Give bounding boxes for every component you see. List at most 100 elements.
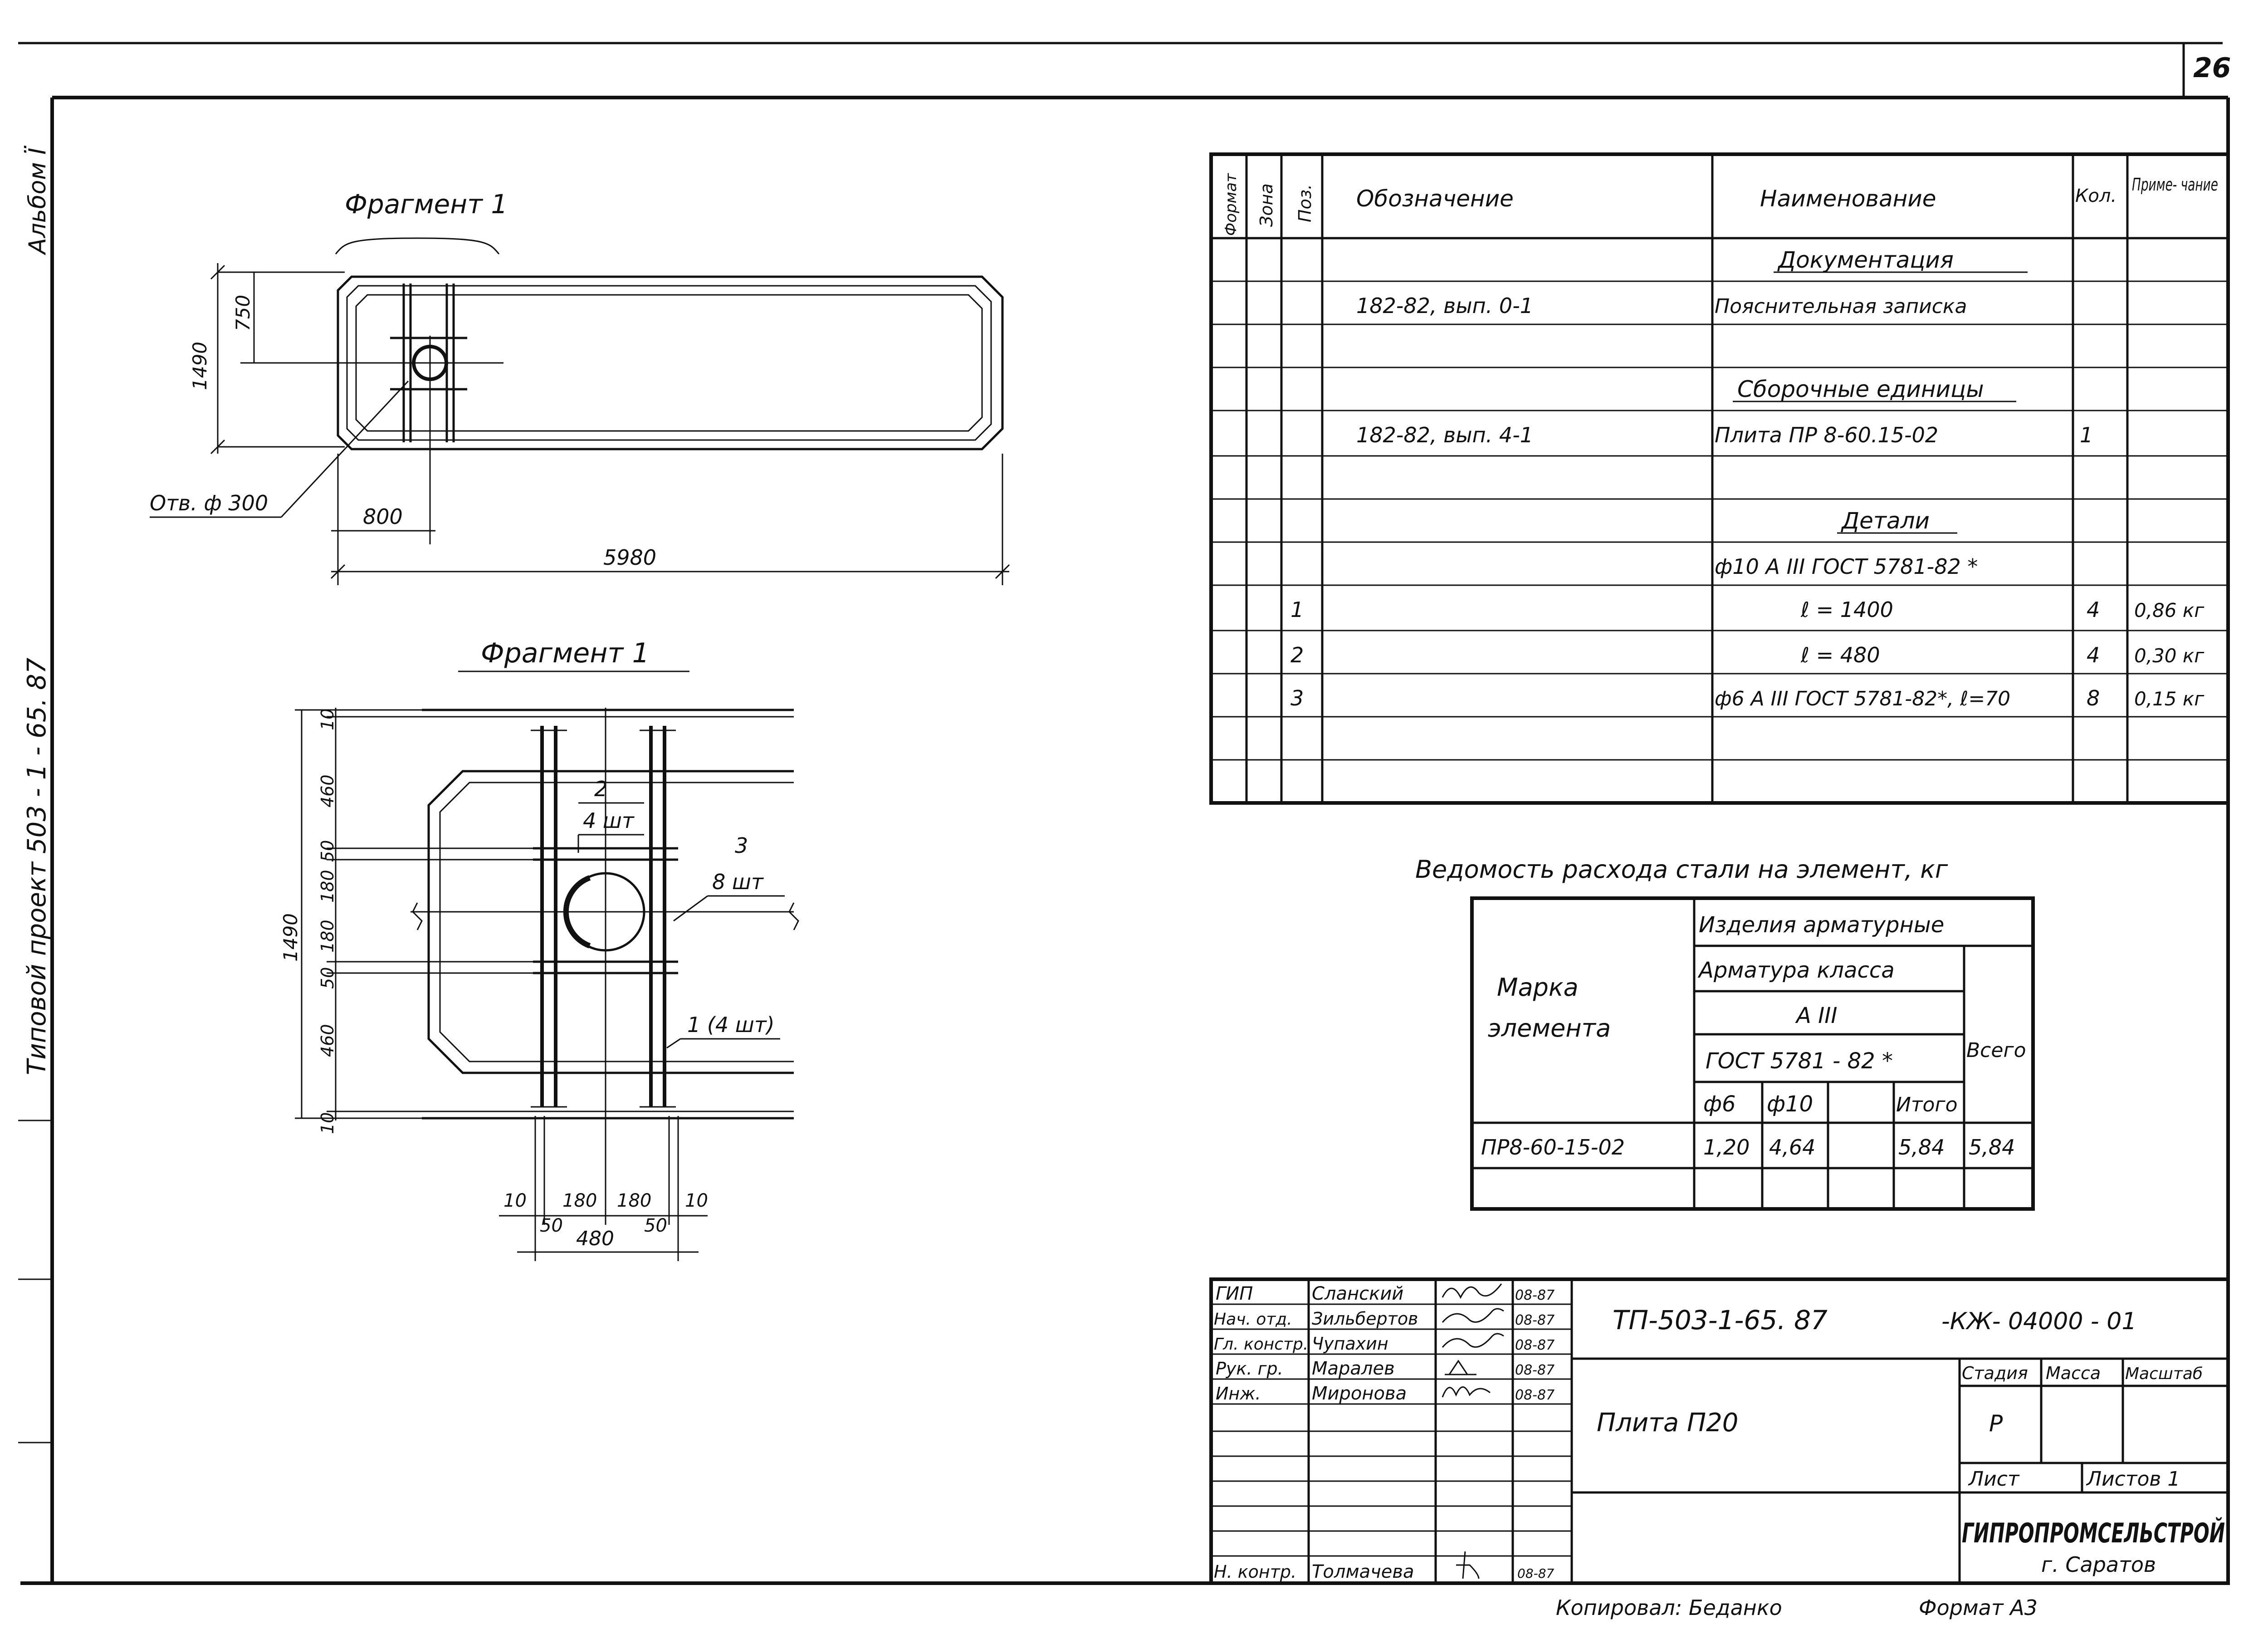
tb-sheets-label: Листов 1 xyxy=(2086,1468,2180,1491)
dim-height: 1490 xyxy=(189,342,211,390)
tb-scale-label: Масштаб xyxy=(2125,1365,2203,1383)
tb-name-5: Миронова xyxy=(1312,1383,1407,1404)
dim-bottom-3: 180 xyxy=(617,1190,651,1211)
steel-table: Ведомость расхода стали на элемент, кг М… xyxy=(1415,855,2035,1211)
hdr-name: Наименование xyxy=(1760,186,1936,212)
spec-row-name: Пояснительная записка xyxy=(1715,295,1967,318)
signature xyxy=(1442,1283,1502,1299)
steel-row-total: 5,84 xyxy=(1969,1135,2015,1159)
dim-total-height: 1490 xyxy=(279,913,302,962)
tb-date-3: 08-87 xyxy=(1515,1337,1554,1353)
hdr-zone: Зона xyxy=(1256,183,1276,227)
spec-row-pos: 3 xyxy=(1290,686,1304,710)
hdr-qty: Кол. xyxy=(2075,186,2116,206)
hdr-pos: Поз. xyxy=(1295,184,1315,222)
steel-row-d10: 4,64 xyxy=(1769,1135,1815,1159)
dim-left-7: 460 xyxy=(318,1024,337,1057)
title-block: ГИП Сланский 08-87 Нач. отд. Зильбертов … xyxy=(1209,1277,2230,1585)
tb-stage-label: Стадия xyxy=(1962,1363,2028,1383)
tb-date-2: 08-87 xyxy=(1515,1312,1554,1328)
steel-row-mark: ПР8-60-15-02 xyxy=(1481,1135,1625,1159)
spec-row-qty: 8 xyxy=(2087,686,2100,710)
spec-row-designation: 182-82, вып. 0-1 xyxy=(1356,294,1533,318)
signature xyxy=(1442,1386,1491,1398)
slab-outline-outer xyxy=(337,275,1004,450)
spec-row-pos: 1 xyxy=(1290,597,1304,622)
callout-2-qty: 4 шт xyxy=(583,808,635,833)
spec-row-note: 0,30 кг xyxy=(2134,645,2204,667)
dim-left-6: 50 xyxy=(318,967,337,989)
album-label: Альбом Ї xyxy=(24,145,51,255)
dim-hole-y: 750 xyxy=(232,295,254,331)
dim-left-3: 50 xyxy=(318,840,337,862)
spec-heading-asm: Сборочные единицы xyxy=(1737,376,1984,402)
tb-name: Плита П20 xyxy=(1597,1408,1738,1438)
dim-bottom-1: 10 xyxy=(503,1190,527,1211)
tb-date-1: 08-87 xyxy=(1515,1287,1554,1303)
tb-name-2: Зильбертов xyxy=(1312,1309,1418,1329)
spec-row-designation: 182-82, вып. 4-1 xyxy=(1356,423,1533,447)
steel-group: Изделия арматурные xyxy=(1699,912,1944,938)
spec-table: Формат Зона Поз. Обозначение Наименовани… xyxy=(1209,152,2230,805)
tb-role-3: Гл. констр. xyxy=(1214,1335,1308,1354)
footer-copied: Копировал: Беданко xyxy=(1556,1595,1782,1620)
spec-row-qty: 4 xyxy=(2087,597,2100,622)
hole-label: Отв. ф 300 xyxy=(150,491,268,515)
dim-bottom-6: 50 xyxy=(644,1215,667,1236)
tb-role-2: Нач. отд. xyxy=(1214,1310,1292,1329)
tb-norm-role: Н. контр. xyxy=(1214,1562,1296,1582)
dim-bottom-2: 180 xyxy=(562,1190,597,1211)
dim-bottom-4: 10 xyxy=(685,1190,708,1211)
dim-hole-x: 800 xyxy=(363,504,403,529)
hdr-format: Формат xyxy=(1222,173,1240,236)
callout-2: 2 xyxy=(594,777,607,801)
fragment-detail: Фрагмент 1 xyxy=(279,637,799,1261)
steel-table-title: Ведомость расхода стали на элемент, кг xyxy=(1415,855,1948,884)
steel-col-total: Всего xyxy=(1966,1039,2026,1062)
spec-row-name: ℓ = 480 xyxy=(1800,643,1880,667)
spec-row-qty: 1 xyxy=(2080,423,2093,447)
hdr-designation: Обозначение xyxy=(1356,186,1514,212)
fragment-plan-title: Фрагмент 1 xyxy=(345,189,508,220)
tb-norm-name: Толмачева xyxy=(1312,1561,1414,1582)
tb-role-4: Рук. гр. xyxy=(1216,1359,1283,1379)
tb-mass-label: Масса xyxy=(2046,1363,2101,1383)
dim-left-2: 460 xyxy=(318,774,337,807)
sheet-frame xyxy=(18,42,2230,1585)
signature xyxy=(1445,1360,1476,1375)
dim-left-8: 10 xyxy=(318,1112,337,1134)
tb-sheet-label: Лист xyxy=(1968,1468,2020,1491)
tb-norm-date: 08-87 xyxy=(1517,1566,1554,1581)
callout-1: 1 (4 шт) xyxy=(687,1013,775,1037)
tb-org: ГИПРОПРОМСЕЛЬСТРОЙ xyxy=(1962,1517,2225,1549)
hdr-note: Приме- чание xyxy=(2132,175,2218,195)
steel-row-d6: 1,20 xyxy=(1703,1135,1750,1159)
callout-3-qty: 8 шт xyxy=(712,870,764,894)
spec-heading-det: Детали xyxy=(1841,508,1930,534)
signature xyxy=(1456,1551,1480,1579)
dim-left-4: 180 xyxy=(318,870,337,903)
spec-row-qty: 4 xyxy=(2087,643,2100,667)
dim-bottom-5: 50 xyxy=(540,1215,563,1236)
steel-col-itogo: Итого xyxy=(1896,1093,1958,1116)
tb-date-5: 08-87 xyxy=(1515,1387,1554,1403)
tb-name-3: Чупахин xyxy=(1312,1334,1388,1354)
tb-date-4: 08-87 xyxy=(1515,1362,1554,1378)
spec-row-name: Плита ПР 8-60.15-02 xyxy=(1715,423,1938,447)
steel-col-d10: ф10 xyxy=(1767,1091,1813,1117)
page-number: 26 xyxy=(2193,52,2231,84)
dim-width: 5980 xyxy=(603,545,656,570)
steel-col-mark-2: элемента xyxy=(1488,1014,1611,1042)
dim-left-1: 10 xyxy=(318,709,337,730)
tb-role-1: ГИП xyxy=(1216,1283,1253,1304)
steel-row-itogo: 5,84 xyxy=(1898,1135,1945,1159)
tb-code: ТП-503-1-65. 87 xyxy=(1613,1305,1828,1336)
dim-left-5: 180 xyxy=(318,920,337,953)
tb-stage: Р xyxy=(1989,1410,2003,1437)
tb-city: г. Саратов xyxy=(2041,1552,2156,1577)
signature xyxy=(1442,1333,1504,1348)
steel-subgroup: Арматура класса xyxy=(1697,958,1895,983)
spec-row-name: ф10 А ІІІ ГОСТ 5781-82 * xyxy=(1715,554,1978,579)
footer-format: Формат А3 xyxy=(1919,1595,2038,1620)
